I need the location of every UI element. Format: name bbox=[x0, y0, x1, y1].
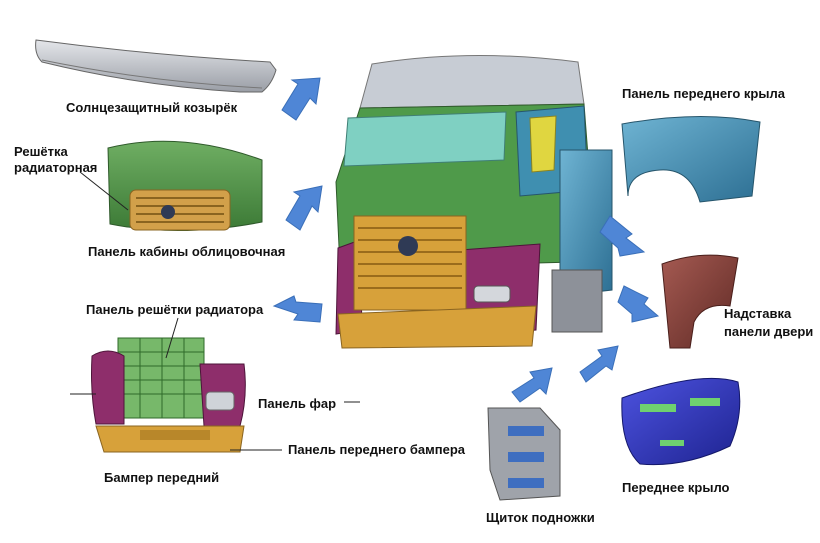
front-fender-part bbox=[621, 377, 741, 466]
door-extension-part bbox=[661, 254, 739, 349]
label-sun-visor: Солнцезащитный козырёк bbox=[66, 100, 238, 115]
label-cab-facing-panel: Панель кабины облицовочная bbox=[88, 244, 286, 259]
label-front-fender: Переднее крыло bbox=[622, 480, 730, 495]
label-radiator-grille-line1: Решётка bbox=[14, 144, 68, 159]
label-headlight-panel: Панель фар bbox=[258, 396, 337, 411]
arrow-to-step-shield bbox=[511, 367, 553, 403]
direction-arrows bbox=[272, 77, 660, 403]
grille-panel-assembly-part bbox=[91, 337, 246, 453]
arrow-to-fender-panel bbox=[599, 215, 646, 257]
arrow-to-sun-visor bbox=[281, 77, 321, 121]
sun-visor-part bbox=[35, 39, 277, 93]
leader-grille-panel bbox=[165, 317, 179, 359]
arrow-to-grille-panel bbox=[272, 295, 323, 323]
truck-cab bbox=[335, 54, 613, 349]
label-step-shield: Щиток подножки bbox=[486, 510, 595, 525]
arrow-to-cab-panel bbox=[285, 185, 323, 231]
label-radiator-grille-line2: радиаторная bbox=[14, 160, 98, 175]
label-front-fender-panel: Панель переднего крыла bbox=[622, 86, 785, 101]
radiator-grille-part bbox=[107, 140, 263, 232]
label-grille-panel: Панель решётки радиатора bbox=[86, 302, 264, 317]
label-front-bumper-panel: Панель переднего бампера bbox=[288, 442, 466, 457]
label-door-extension-line2: панели двери bbox=[724, 324, 814, 339]
label-door-extension-line1: Надставка bbox=[724, 306, 792, 321]
leader-lines bbox=[70, 171, 360, 451]
arrow-to-front-fender bbox=[579, 345, 619, 383]
front-fender-panel-part bbox=[621, 116, 761, 203]
label-front-bumper: Бампер передний bbox=[104, 470, 220, 485]
step-shield-part bbox=[487, 407, 561, 501]
leader-radiator-grille bbox=[79, 171, 129, 211]
arrow-to-door-extension bbox=[617, 285, 660, 323]
